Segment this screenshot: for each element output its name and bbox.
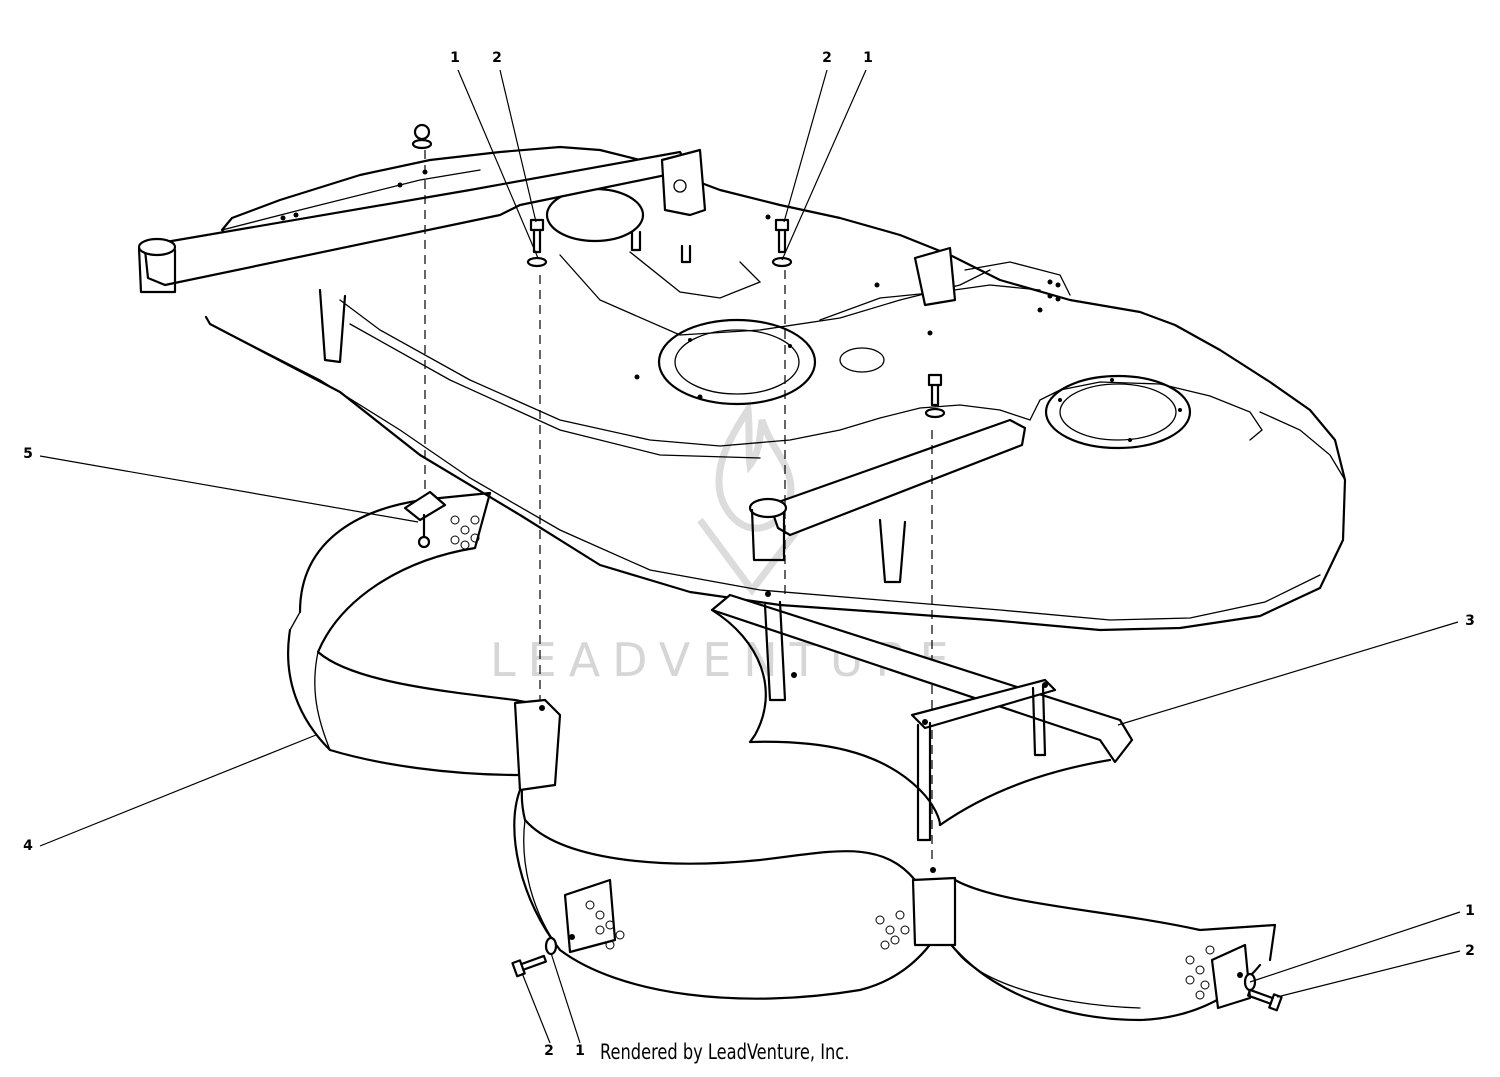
callout-number-c5: 5 bbox=[23, 446, 33, 462]
hardware-bolts bbox=[411, 123, 946, 419]
deflector-plate bbox=[710, 591, 1134, 842]
watermark-logo-icon bbox=[697, 399, 808, 596]
callout-number-c2a: 2 bbox=[492, 50, 502, 66]
callout-number-c1c: 1 bbox=[1465, 903, 1475, 919]
baffle-assembly bbox=[287, 490, 1277, 1022]
callout-number-c4: 4 bbox=[23, 838, 33, 854]
credit-line: Rendered by LeadVenture, Inc. bbox=[600, 1040, 850, 1064]
callout-leader-c2d bbox=[521, 972, 551, 1044]
callout-leader-c3 bbox=[1117, 621, 1459, 726]
callout-number-c2c: 2 bbox=[1465, 943, 1475, 959]
callout-leader-c2c bbox=[1276, 950, 1461, 998]
callout-leader-c1d bbox=[550, 952, 581, 1044]
callout-leader-c4 bbox=[39, 734, 317, 847]
callout-number-c1b: 1 bbox=[863, 50, 873, 66]
callout-labels: 1 2 2 1 5 3 4 1 2 2 1 bbox=[23, 50, 1475, 1059]
callout-leader-c1b bbox=[781, 69, 867, 261]
callout-number-c1a: 1 bbox=[450, 50, 460, 66]
callout-leader-c5 bbox=[39, 455, 419, 523]
callout-number-c3: 3 bbox=[1465, 613, 1475, 629]
callout-leader-c2a bbox=[499, 69, 537, 223]
alignment-lines bbox=[424, 150, 933, 862]
callout-number-c2d: 2 bbox=[544, 1043, 554, 1059]
side-bolts bbox=[511, 936, 1283, 1012]
mower-deck bbox=[137, 145, 1347, 632]
callout-leader-c2b bbox=[783, 69, 828, 223]
callout-number-c2b: 2 bbox=[822, 50, 832, 66]
callout-leader-c1c bbox=[1249, 911, 1461, 983]
callout-leader-c1a bbox=[457, 69, 539, 259]
callout-number-c1d: 1 bbox=[575, 1043, 585, 1059]
